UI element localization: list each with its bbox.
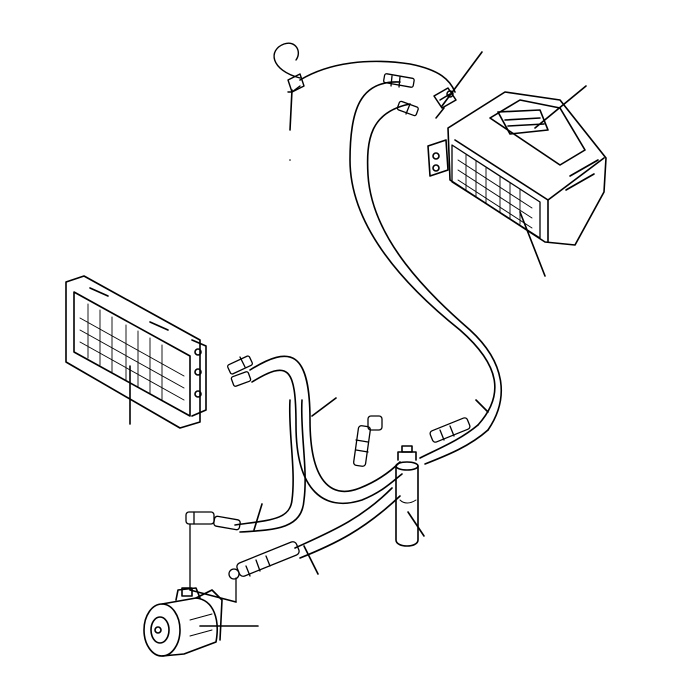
compressor-suction-hose-a [294,487,393,549]
leader-hose-lower [253,503,263,531]
condenser-core-grid [79,303,185,401]
fitting-right-liquid [429,417,471,443]
leader-hose-mid [311,397,337,417]
evaporator-unit-icon [427,91,607,246]
liquid-hose-upper [419,424,479,459]
expansion-valve-icon [433,87,457,119]
leader-evaporator-core [519,211,546,277]
condenser-icon [65,275,207,429]
hose-lines [234,60,503,559]
sensor-wire [299,60,456,93]
suction-hose-inner [366,103,503,431]
leader-sensor [289,89,293,131]
thermistor-sensor-icon [273,42,305,93]
compressor-icon [143,587,223,657]
fitting-compressor-suction [228,541,300,580]
fitting-condenser-out [227,355,253,387]
leader-hose-right [475,399,489,413]
discharge-hose-b [239,399,306,533]
hose-fittings [185,73,471,603]
fitting-top-mid [396,100,419,117]
compressor-suction-hose-b [299,495,401,559]
suction-hose-outer [349,81,496,426]
leader-expansion-valve [441,51,483,107]
evaporator-core-grid [457,154,533,229]
condenser-hose-a [249,355,401,493]
liquid-hose-upper-2 [424,429,489,465]
leader-hose-bottom [303,545,319,575]
receiver-drier-icon [395,445,419,547]
condenser-hose-b [251,369,403,505]
fitting-center [353,415,383,467]
leader-bracket [189,589,237,603]
discharge-hose-a [234,399,294,526]
leader-evaporator-top [534,85,587,129]
leader-lines [129,51,587,627]
fitting-top-left [383,73,415,88]
leader-receiver [407,511,425,537]
fitting-compressor-discharge [185,511,241,531]
dot-mark [289,159,291,161]
